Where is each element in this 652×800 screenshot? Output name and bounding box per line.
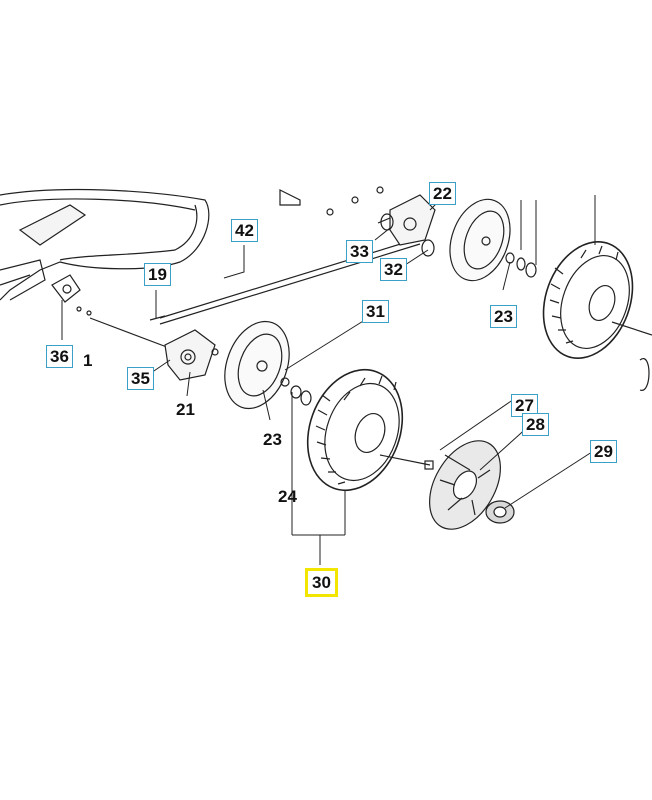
leader-lines [61,195,596,565]
mower-deck-drawing [0,188,210,316]
part-label-30-selected[interactable]: 30 [305,568,338,597]
hub-nut-drawing [485,500,515,524]
part-label-32: 32 [380,258,407,281]
part-label-29: 29 [590,440,617,463]
part-label-31: 31 [362,300,389,323]
washer [290,385,302,399]
part-label-28: 28 [522,413,549,436]
right-bracket-drawing [279,186,436,257]
part-label-33: 33 [346,240,373,263]
part-label-1: 1 [83,351,93,370]
part-label-27: 27 [511,394,538,417]
left-bracket-drawing [164,329,219,381]
part-label-24: 24 [278,487,297,506]
part-label-23-right: 23 [490,305,517,328]
part-label-23-left: 23 [263,430,282,449]
part-label-19: 19 [144,263,171,286]
part-label-21: 21 [176,400,195,419]
left-wheel-cover-drawing [224,320,290,410]
axle-rod-drawing [149,237,421,325]
partial-cover-drawing [639,357,650,391]
rear-wheel-drawing [542,241,652,359]
part-label-35: 35 [127,367,154,390]
washer [280,377,290,387]
front-wheel-drawing [306,368,434,492]
part-label-42: 42 [231,219,258,242]
right-wheel-cover-drawing [449,198,511,282]
part-label-22: 22 [429,182,456,205]
washer [300,390,312,406]
part-label-36: 36 [46,345,73,368]
hub-cover-drawing [429,440,501,530]
